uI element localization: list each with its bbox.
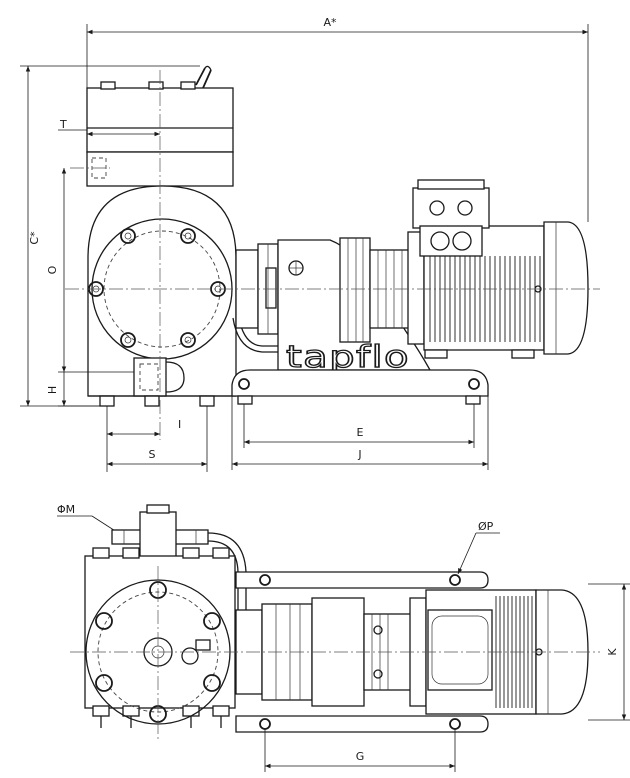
gearbox bbox=[339, 237, 411, 343]
dimension-t: T bbox=[58, 118, 160, 140]
plan-studs bbox=[100, 716, 222, 728]
plan-view: ΦM bbox=[57, 503, 630, 772]
dimension-g: G bbox=[264, 729, 456, 772]
dimension-m: ΦM bbox=[57, 503, 121, 535]
dim-label-s: S bbox=[149, 448, 156, 461]
dimension-s: S bbox=[106, 406, 208, 472]
dim-label-k: K bbox=[606, 648, 619, 656]
base-rails bbox=[235, 571, 489, 733]
dim-label-p: ØP bbox=[478, 520, 494, 533]
dim-label-c: C* bbox=[28, 231, 41, 245]
manifold bbox=[111, 504, 209, 561]
dim-label-i: I bbox=[178, 418, 181, 431]
pump-body bbox=[87, 185, 237, 407]
dimension-h: H bbox=[46, 372, 100, 407]
dimension-k: K bbox=[588, 583, 630, 721]
dim-label-a: A* bbox=[323, 16, 337, 29]
dim-label-m: ΦM bbox=[57, 503, 75, 516]
dim-label-j: J bbox=[357, 448, 361, 461]
dim-label-e: E bbox=[357, 426, 364, 439]
motor bbox=[407, 179, 589, 359]
dim-label-h: H bbox=[46, 386, 59, 394]
dimension-e: E bbox=[243, 404, 475, 448]
base-plate bbox=[231, 369, 489, 405]
dimension-j: J bbox=[231, 396, 489, 470]
dimension-i: I bbox=[106, 406, 181, 440]
dimension-o: O bbox=[46, 168, 134, 373]
motor-fins bbox=[429, 256, 541, 342]
dimension-a: A* bbox=[86, 16, 589, 222]
dimension-p: ØP bbox=[457, 520, 500, 575]
dim-label-o: O bbox=[46, 265, 59, 274]
dim-label-t: T bbox=[59, 118, 67, 131]
dimension-c: C* bbox=[20, 65, 200, 407]
dim-label-g: G bbox=[356, 750, 365, 763]
side-elevation-view: tapflo bbox=[20, 16, 600, 472]
pump-body-plan bbox=[84, 547, 236, 725]
